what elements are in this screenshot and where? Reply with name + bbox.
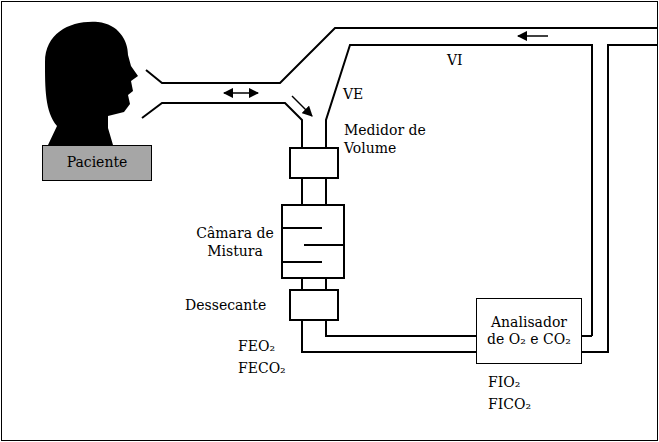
patient-silhouette [45,22,138,145]
gas-fraction-label: FECO₂ [238,360,286,378]
flow-arrows [224,36,548,116]
part-label: Medidor de Volume [344,122,439,157]
flow-label: VI [447,52,463,70]
mixing-chamber [282,205,344,278]
box-label: Analisador de O₂ e CO₂ [483,314,575,349]
desiccant [290,290,338,320]
volume-meter [290,148,338,178]
gas-fraction-label: FEO₂ [238,338,275,356]
box-label: Paciente [67,154,128,172]
part-label: Câmara de Mistura [196,225,274,260]
analyzer-box: Analisador de O₂ e CO₂ [476,298,582,364]
gas-fraction-label: FIO₂ [488,374,520,392]
part-label: Dessecante [185,297,266,315]
patient-box: Paciente [42,145,152,181]
flow-label: VE [343,86,363,104]
gas-fraction-label: FICO₂ [488,396,531,414]
